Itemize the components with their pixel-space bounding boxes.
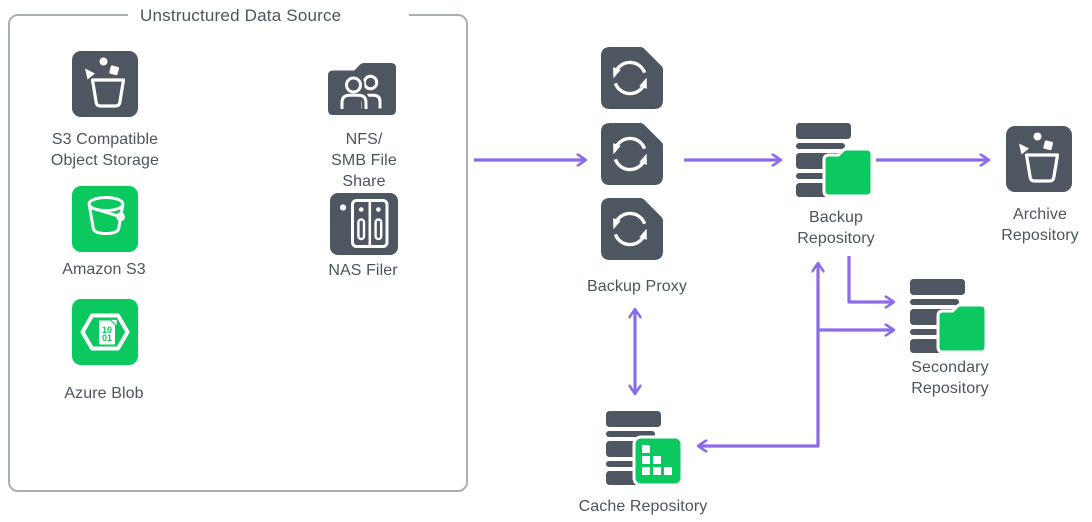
sync-arrows-icon: [601, 47, 663, 109]
backup-repository-label: Backup Repository: [797, 209, 875, 247]
disk-stack-blocks-icon: [606, 411, 684, 486]
nas-device-icon: [330, 193, 398, 255]
archive-repository-label: Archive Repository: [1001, 206, 1079, 244]
disk-stack-folder-icon: [796, 123, 874, 198]
sync-arrows-icon: [601, 198, 663, 260]
s3-compatible-label: S3 Compatible Object Storage: [50, 131, 160, 169]
cache-repository-label: Cache Repository: [578, 498, 708, 515]
sync-arrows-icon: [601, 123, 663, 185]
s3-bucket-icon: [72, 186, 138, 252]
nfs-share-label: NFS/ SMB File Share: [331, 131, 397, 190]
bucket-with-objects-icon: [72, 51, 138, 117]
folder-users-icon: [328, 63, 396, 115]
secondary-repository-label: Secondary Repository: [911, 359, 989, 397]
bucket-with-objects-icon: [1006, 126, 1072, 192]
arrow-cache-backup-repo-trunk: [699, 264, 818, 446]
backup-proxy-label: Backup Proxy: [587, 278, 687, 295]
group-title: Unstructured Data Source: [128, 4, 410, 28]
hexagon-binary-doc-icon: 10 01: [72, 299, 138, 365]
azure-blob-label: Azure Blob: [64, 385, 144, 402]
disk-stack-folder-icon: [910, 279, 988, 354]
azure-doc-binary-line2: 01: [102, 333, 112, 343]
nas-filer-label: NAS Filer: [328, 262, 398, 279]
amazon-s3-label: Amazon S3: [62, 261, 146, 278]
unstructured-data-source-group: Unstructured Data Source S3 Compatible O…: [8, 4, 468, 492]
arrow-backup-repo-to-secondary-repo: [847, 256, 893, 302]
azure-doc-binary-line1: 10: [102, 325, 112, 335]
